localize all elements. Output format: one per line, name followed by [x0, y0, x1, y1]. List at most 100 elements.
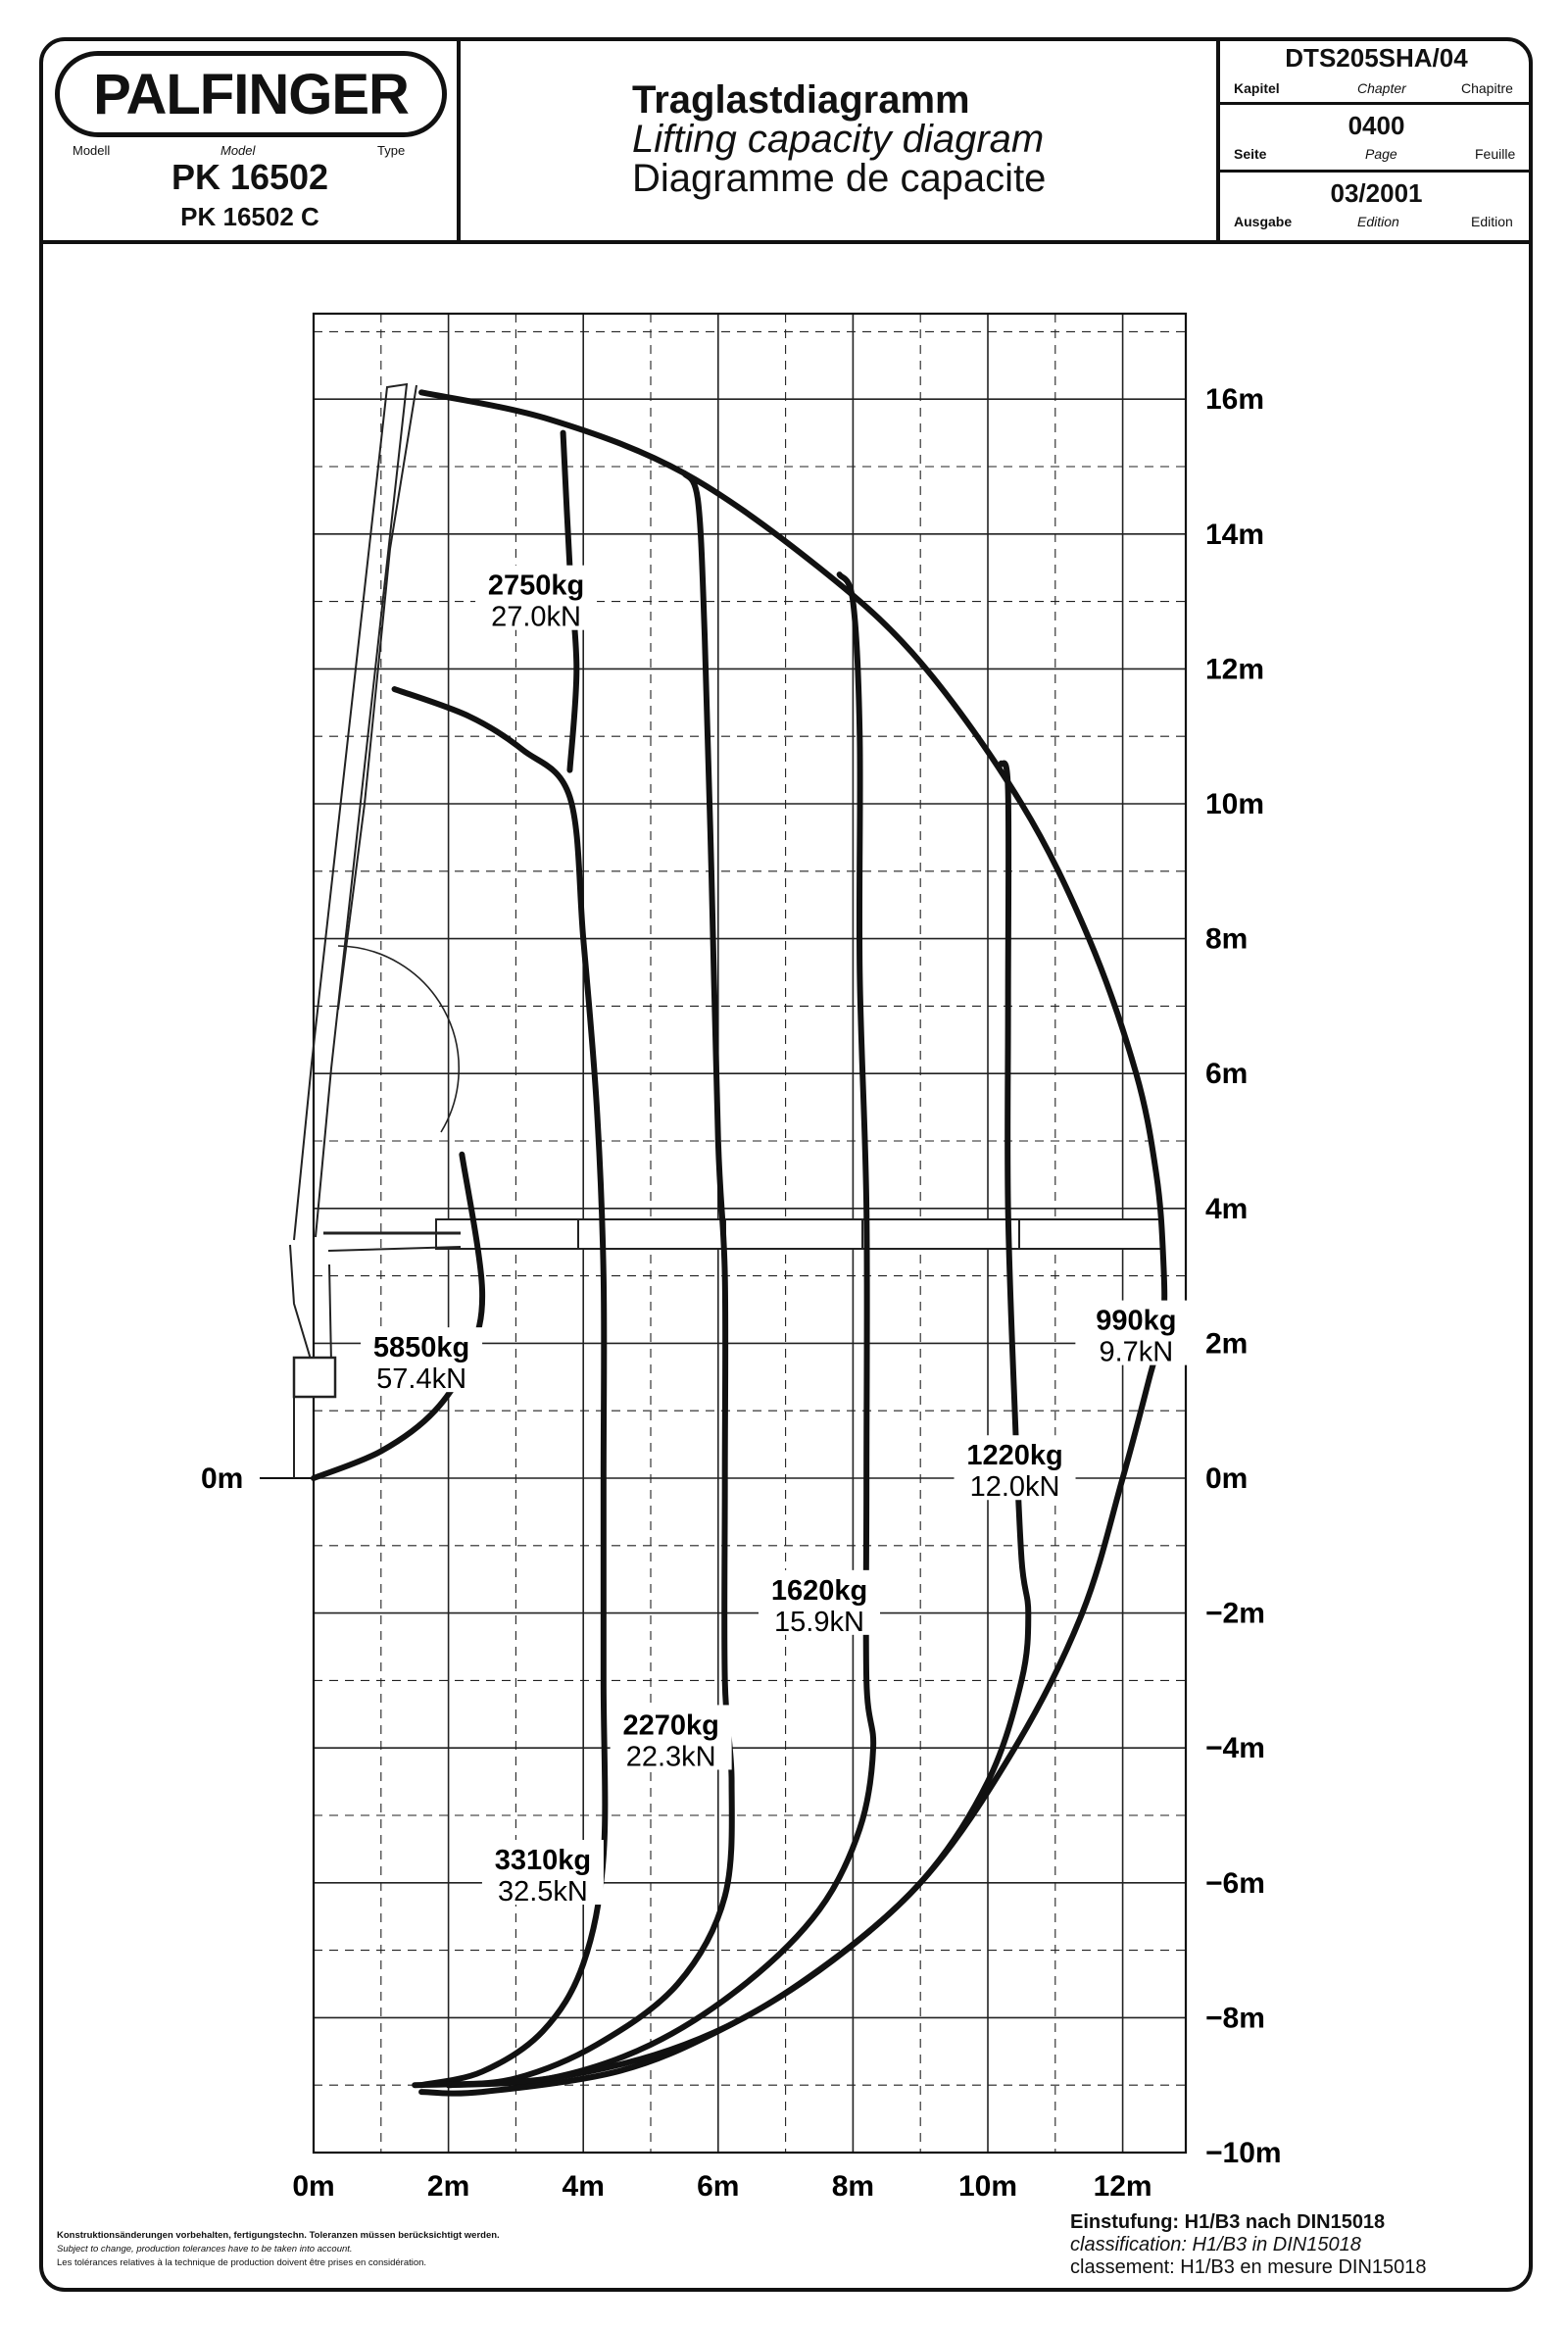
- y-tick-label: 16m: [1205, 383, 1264, 416]
- capacity-label-kg: 3310kg: [495, 1845, 591, 1876]
- tolerance-note-fr: Les tolérances relatives à la technique …: [57, 2257, 427, 2268]
- classification-en: classification: H1/B3 in DIN15018: [1070, 2234, 1361, 2255]
- inner-boom-lower: [327, 1246, 462, 1252]
- capacity-label-kg: 1220kg: [966, 1440, 1062, 1471]
- x-tick-label: 2m: [427, 2170, 469, 2203]
- label-background: [1075, 1300, 1198, 1365]
- model-label-de: Modell: [73, 143, 111, 158]
- chapter-label-en: Chapter: [1357, 80, 1406, 96]
- classification-de: Einstufung: H1/B3 nach DIN15018: [1070, 2211, 1386, 2233]
- capacity-curve-5850kg: [311, 1151, 486, 1481]
- plot-frame: [312, 312, 1188, 2155]
- capacity-label-kn: 57.4kN: [376, 1363, 466, 1395]
- diagram-sheet-border: [39, 37, 1533, 2292]
- label-background: [954, 1435, 1076, 1501]
- title-fr: Diagramme de capacite: [632, 157, 1047, 200]
- classification-note: Einstufung: H1/B3 nach DIN15018 classifi…: [1070, 2211, 1427, 2279]
- capacity-label-kn: 15.9kN: [774, 1607, 864, 1638]
- capacity-curve-990kg: [412, 389, 1168, 2089]
- horizontal-boom: [435, 1218, 1162, 1250]
- meta-cell: DTS205SHA/04 Kapitel Chapter Chapitre 04…: [1220, 37, 1533, 241]
- page-label-de: Seite: [1234, 146, 1267, 162]
- page-row: 0400 Seite Page Feuille: [1220, 105, 1533, 173]
- chapter-label-de: Kapitel: [1234, 80, 1280, 96]
- y-tick-label: 14m: [1205, 519, 1264, 551]
- tolerance-note-en: Subject to change, production tolerances…: [57, 2244, 353, 2255]
- raised-boom-rod: [337, 384, 417, 1011]
- document-header: PALFINGER Modell Model Type PK 16502 PK …: [39, 37, 1533, 243]
- edition-value: 03/2001: [1330, 178, 1423, 208]
- raised-boom: [293, 382, 409, 1241]
- y-tick-label: −2m: [1205, 1598, 1265, 1630]
- axis-tick-labels: 0m 2m 4m 6m 8m 10m 12m 16m 14m 12m 10m 8m 6m 4m 2m 0m 0m…: [201, 383, 1282, 2203]
- y-tick-label: 10m: [1205, 788, 1264, 820]
- page-value: 0400: [1348, 111, 1405, 140]
- page-label-fr: Feuille: [1475, 146, 1516, 162]
- title-de: Traglastdiagramm: [632, 78, 970, 122]
- label-background: [475, 565, 598, 630]
- y-tick-label: −10m: [1205, 2137, 1282, 2169]
- slew-arc: [337, 945, 460, 1133]
- brand-logo: PALFINGER: [55, 51, 447, 137]
- x-tick-label: 10m: [958, 2170, 1017, 2203]
- capacity-label-kg: 5850kg: [373, 1332, 469, 1363]
- capacity-curve-2270kg: [445, 470, 735, 2089]
- x-tick-label: 0m: [292, 2170, 334, 2203]
- page-label-en: Page: [1365, 146, 1397, 162]
- label-background: [481, 1840, 604, 1906]
- y-tick-label: 8m: [1205, 923, 1248, 956]
- label-background: [610, 1705, 732, 1770]
- capacity-label-kg: 2270kg: [622, 1710, 718, 1741]
- x-tick-label: 4m: [563, 2170, 605, 2203]
- edition-label-fr: Edition: [1471, 214, 1513, 229]
- edition-label-de: Ausgabe: [1234, 214, 1293, 229]
- y-tick-label: 0m: [1205, 1462, 1248, 1495]
- y-tick-label: 12m: [1205, 653, 1264, 685]
- crane-boom-drawing: [289, 382, 1162, 1478]
- capacity-label-kg: 990kg: [1096, 1306, 1176, 1337]
- label-background: [759, 1569, 880, 1635]
- classification-fr: classement: H1/B3 en mesure DIN15018: [1070, 2256, 1427, 2278]
- brand-cell: PALFINGER Modell Model Type PK 16502 PK …: [39, 37, 461, 241]
- capacity-label-kg: 2750kg: [488, 570, 584, 602]
- tolerance-note-de: Konstruktionsänderungen vorbehalten, fer…: [57, 2230, 500, 2241]
- capacity-curve-1220kg: [418, 760, 1032, 2097]
- header-divider: [39, 240, 1533, 244]
- model-label-en: Model: [220, 143, 256, 158]
- y-tick-label: −8m: [1205, 2002, 1265, 2034]
- chapter-row: DTS205SHA/04 Kapitel Chapter Chapitre: [1220, 37, 1533, 105]
- capacity-curve-1620kg: [445, 571, 877, 2089]
- x-tick-label: 12m: [1094, 2170, 1152, 2203]
- edition-row: 03/2001 Ausgabe Edition Edition: [1220, 173, 1533, 239]
- edition-label-en: Edition: [1357, 214, 1399, 229]
- crane-column: [289, 1244, 333, 1363]
- chapter-label-fr: Chapitre: [1461, 80, 1513, 96]
- title-en: Lifting capacity diagram: [632, 118, 1045, 161]
- model-variant: PK 16502 C: [180, 202, 319, 231]
- capacity-label-kn: 9.7kN: [1099, 1337, 1173, 1368]
- model-label-fr: Type: [377, 143, 406, 158]
- y-tick-label: 2m: [1205, 1327, 1248, 1360]
- capacity-curves: [311, 389, 1168, 2097]
- capacity-label-kn: 12.0kN: [970, 1471, 1060, 1503]
- tolerance-note: Konstruktionsänderungen vorbehalten, fer…: [57, 2229, 500, 2270]
- model-name: PK 16502: [171, 157, 329, 197]
- capacity-label-kn: 27.0kN: [491, 602, 581, 633]
- title-cell: Traglastdiagramm Lifting capacity diagra…: [461, 37, 1220, 241]
- capacity-curve-3310kg: [391, 686, 609, 2089]
- x-tick-label: 6m: [697, 2170, 739, 2203]
- capacity-label-kn: 22.3kN: [626, 1741, 716, 1772]
- y-tick-label: −6m: [1205, 1867, 1265, 1900]
- capacity-label-kn: 32.5kN: [498, 1876, 588, 1908]
- doc-code: DTS205SHA/04: [1285, 43, 1468, 73]
- y-tick-label: 4m: [1205, 1193, 1248, 1225]
- crane-base: [292, 1356, 337, 1399]
- y-tick-label: 6m: [1205, 1058, 1248, 1090]
- y-tick-label: −4m: [1205, 1732, 1265, 1764]
- y-tick-label: 0m: [201, 1462, 243, 1495]
- label-background: [361, 1327, 483, 1393]
- capacity-label-kg: 1620kg: [771, 1575, 867, 1607]
- x-tick-label: 8m: [832, 2170, 874, 2203]
